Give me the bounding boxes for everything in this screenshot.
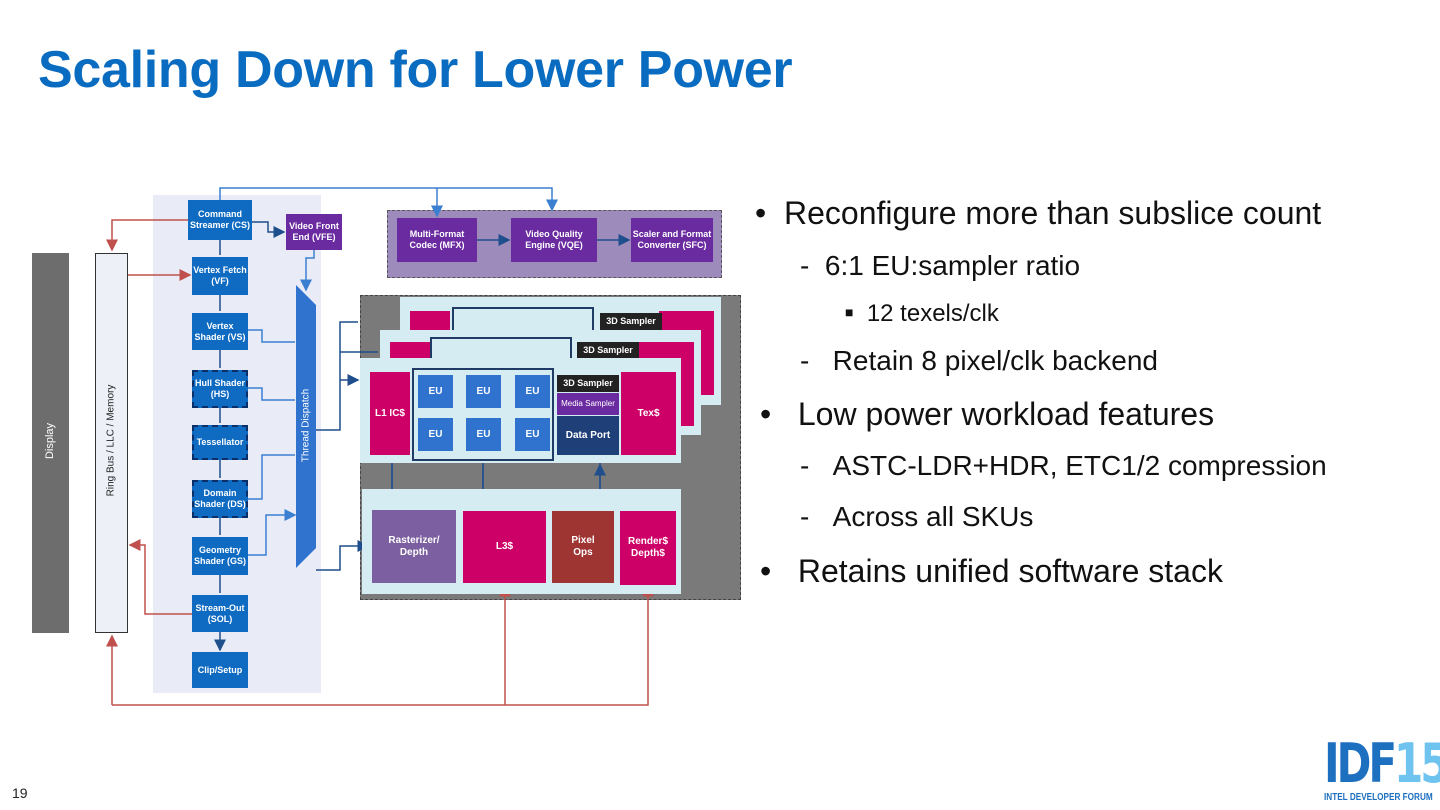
domain-shader: Domain Shader (DS) xyxy=(192,480,248,518)
arrow xyxy=(300,250,315,292)
display-bar xyxy=(32,253,69,633)
3d-sampler: 3D Sampler xyxy=(557,375,619,392)
geometry-shader: Geometry Shader (GS) xyxy=(192,537,248,575)
bullet-2-1: - ASTC-LDR+HDR, ETC1/2 compression xyxy=(800,450,1327,481)
eu: EU xyxy=(515,375,550,408)
thread-dispatch-bar xyxy=(296,285,316,568)
eu: EU xyxy=(515,418,550,451)
vqe: Video Quality Engine (VQE) xyxy=(511,218,597,262)
bullet-2-2: - Across all SKUs xyxy=(800,501,1034,532)
l3-cache: L3$ xyxy=(463,511,546,583)
eu: EU xyxy=(466,418,501,451)
vertex-shader: Vertex Shader (VS) xyxy=(192,313,248,350)
vertex-fetch: Vertex Fetch (VF) xyxy=(192,257,248,295)
render-depth-cache: Render$ Depth$ xyxy=(620,511,676,585)
eu: EU xyxy=(466,375,501,408)
l1-icache: L1 IC$ xyxy=(370,372,410,455)
eu: EU xyxy=(418,375,453,408)
eu-array xyxy=(412,368,554,461)
page-number: 19 xyxy=(12,785,28,801)
bullet-1-1-1: ■ 12 texels/clk xyxy=(845,300,999,327)
arrow xyxy=(252,221,286,238)
tex-cache: Tex$ xyxy=(621,372,676,455)
arrow xyxy=(219,187,558,212)
eu: EU xyxy=(418,418,453,451)
bullet-1-1: - 6:1 EU:sampler ratio xyxy=(800,250,1081,281)
mfx: Multi-Format Codec (MFX) xyxy=(397,218,477,262)
bullet-1: • Reconfigure more than subslice count xyxy=(755,195,1322,231)
sfc: Scaler and Format Converter (SFC) xyxy=(631,218,713,262)
page-title: Scaling Down for Lower Power xyxy=(38,41,793,99)
data-port: Data Port xyxy=(557,416,619,455)
hull-shader: Hull Shader (HS) xyxy=(192,370,248,408)
bullet-2: • Low power workload features xyxy=(760,396,1215,432)
thread-dispatch-label: Thread Dispatch xyxy=(300,388,312,463)
sampler-label-back-2: 3D Sampler xyxy=(600,313,662,330)
rasterizer-depth: Rasterizer/ Depth xyxy=(372,510,456,583)
video-front-end: Video Front End (VFE) xyxy=(286,214,342,250)
clip-setup: Clip/Setup xyxy=(192,652,248,688)
idf15-logo: IDF15 INTEL DEVELOPER FORUM xyxy=(1324,732,1440,804)
pixel-ops: Pixel Ops xyxy=(552,511,614,583)
command-streamer: Command Streamer (CS) xyxy=(188,200,252,240)
ring-bus xyxy=(95,253,128,633)
sampler-label-back-1: 3D Sampler xyxy=(577,342,639,359)
stream-out: Stream-Out (SOL) xyxy=(192,595,248,632)
bullet-1-2: - Retain 8 pixel/clk backend xyxy=(800,345,1158,376)
media-sampler: Media Sampler xyxy=(557,393,619,415)
bullet-3: • Retains unified software stack xyxy=(760,553,1223,589)
tessellator: Tessellator xyxy=(192,425,248,460)
